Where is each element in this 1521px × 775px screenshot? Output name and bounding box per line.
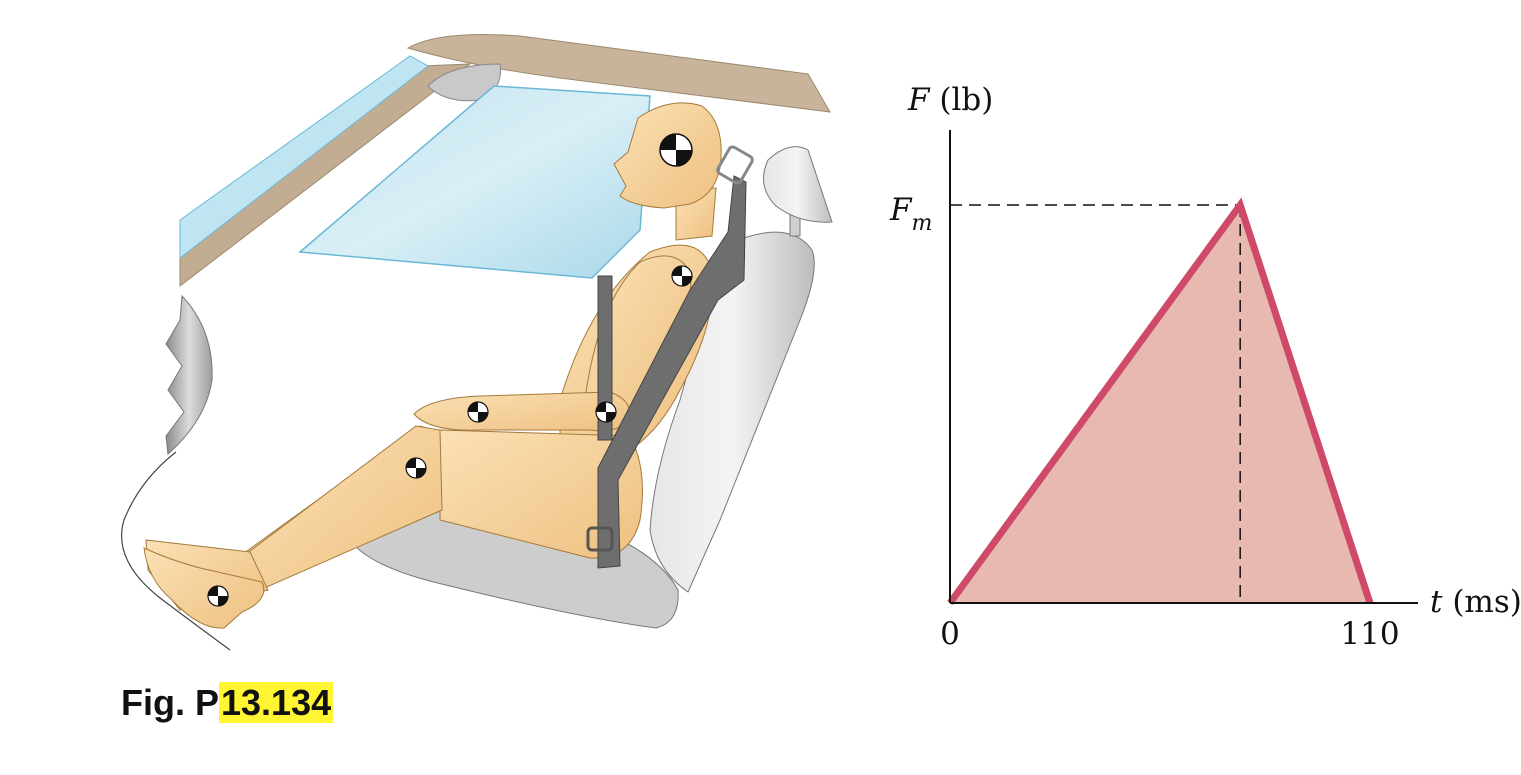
crash-test-illustration	[121, 34, 833, 651]
target-marker	[207, 585, 229, 607]
x-tick-label-0: 0	[940, 616, 960, 652]
car-roof	[406, 34, 831, 113]
floor-line	[121, 451, 231, 651]
dummy-foot	[143, 547, 265, 629]
seat-belt-lap	[597, 275, 613, 441]
target-marker	[671, 265, 693, 287]
y-axis-label: F (lb)	[907, 82, 993, 118]
seat-belt-shoulder	[597, 175, 747, 569]
x-tick-label-110: 110	[1340, 616, 1399, 652]
figure-caption: Fig. P13.134	[121, 682, 334, 724]
dome-light	[427, 63, 502, 102]
target-marker	[595, 401, 617, 423]
belt-anchor	[716, 145, 754, 185]
headrest	[763, 146, 833, 223]
belt-buckle	[586, 526, 614, 552]
target-marker	[659, 133, 693, 167]
peak-force-label: Fm	[889, 192, 932, 236]
force-time-graph: F (lb) Fm t (ms) 0 110	[889, 82, 1521, 652]
impulse-area	[950, 205, 1370, 603]
side-window	[179, 55, 429, 260]
force-curve	[947, 197, 1374, 606]
dashboard	[165, 294, 213, 456]
target-marker	[405, 457, 427, 479]
caption-prefix: Fig. P	[121, 682, 219, 723]
caption-number: 13.134	[219, 682, 334, 723]
target-marker	[467, 401, 489, 423]
x-axis-label: t (ms)	[1430, 584, 1521, 620]
